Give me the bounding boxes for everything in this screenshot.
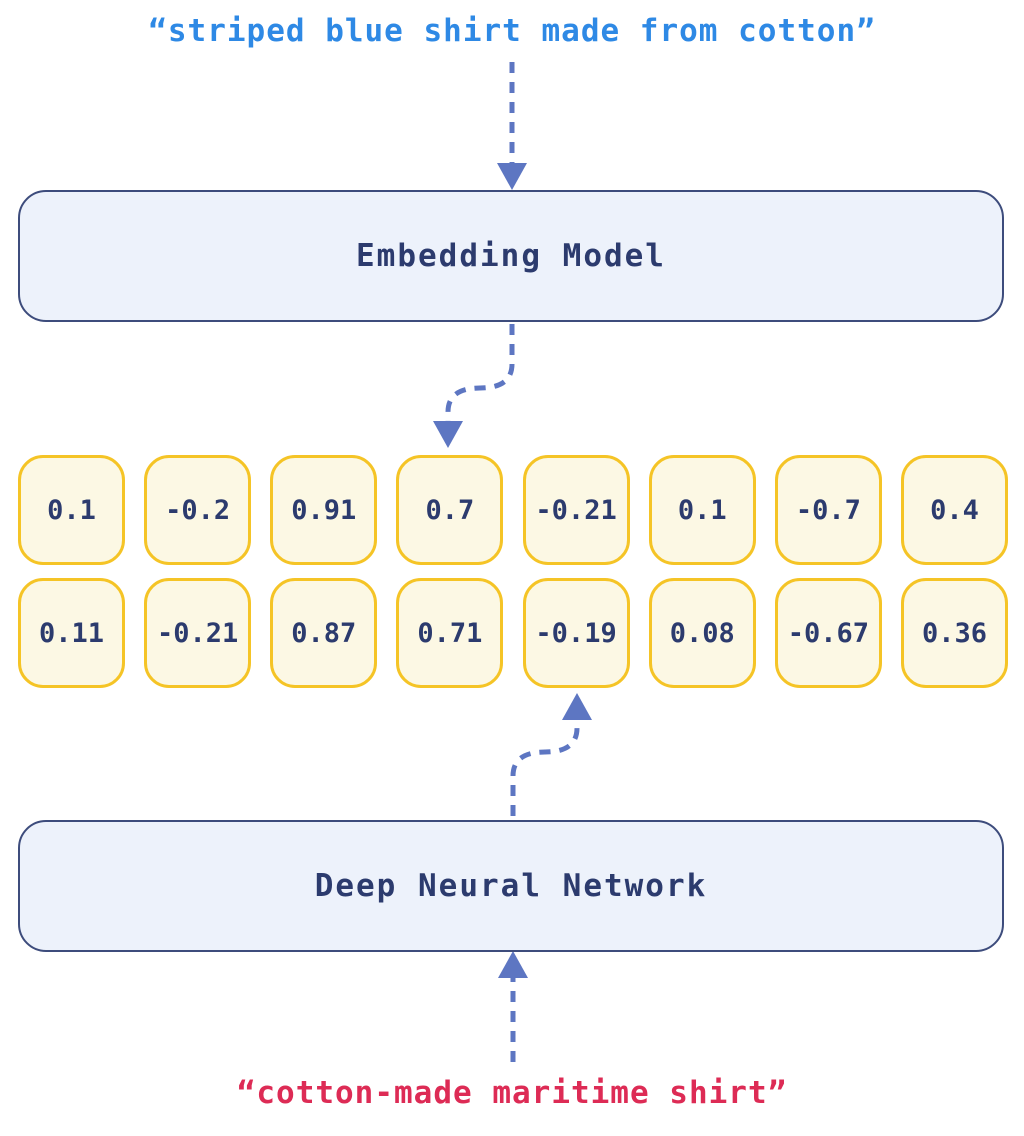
vector-row-2: 0.11 -0.21 0.87 0.71 -0.19 0.08 -0.67 0.… bbox=[18, 578, 1008, 688]
embedding-model-label: Embedding Model bbox=[356, 238, 666, 274]
vector-value-box: 0.11 bbox=[18, 578, 125, 688]
arrow-top-input-to-embedding bbox=[497, 62, 527, 190]
top-input-text: “striped blue shirt made from cotton” bbox=[148, 13, 876, 49]
arrow-dnn-to-vector-row2 bbox=[510, 693, 592, 816]
vector-value-box: 0.71 bbox=[396, 578, 504, 688]
arrow-embedding-to-vector-row1 bbox=[433, 324, 515, 448]
vector-value-box: 0.91 bbox=[270, 455, 378, 565]
vector-value-box: -0.19 bbox=[522, 578, 630, 688]
deep-neural-network-box: Deep Neural Network bbox=[18, 820, 1004, 952]
vector-value-box: 0.87 bbox=[270, 578, 378, 688]
vector-value-box: 0.08 bbox=[648, 578, 756, 688]
vector-value-box: -0.21 bbox=[522, 455, 630, 565]
vector-value-box: -0.7 bbox=[774, 455, 882, 565]
bottom-input-text: “cotton-made maritime shirt” bbox=[236, 1075, 788, 1111]
vector-row-1: 0.1 -0.2 0.91 0.7 -0.21 0.1 -0.7 0.4 bbox=[18, 455, 1008, 565]
vector-value-box: 0.4 bbox=[900, 455, 1008, 565]
vector-value-box: 0.36 bbox=[900, 578, 1008, 688]
vector-value-box: 0.1 bbox=[18, 455, 125, 565]
arrow-bottom-input-to-dnn bbox=[498, 951, 528, 1062]
embedding-model-box: Embedding Model bbox=[18, 190, 1004, 322]
vector-value-box: 0.1 bbox=[648, 455, 756, 565]
vector-value-box: 0.7 bbox=[396, 455, 504, 565]
vector-value-box: -0.67 bbox=[774, 578, 882, 688]
deep-neural-network-label: Deep Neural Network bbox=[314, 868, 708, 904]
vector-value-box: -0.2 bbox=[144, 455, 252, 565]
vector-value-box: -0.21 bbox=[144, 578, 252, 688]
